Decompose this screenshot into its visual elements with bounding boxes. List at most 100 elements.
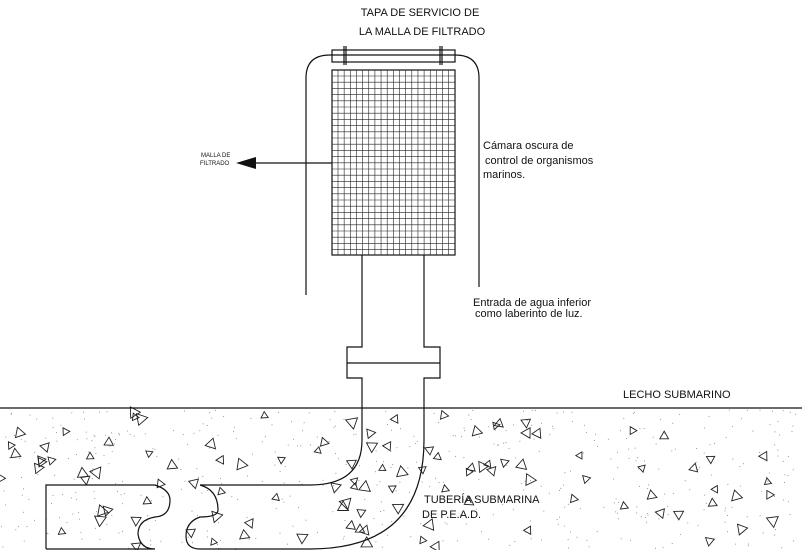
sediment-dot bbox=[374, 471, 376, 473]
sediment-triangle bbox=[766, 489, 776, 500]
sediment-dot bbox=[457, 540, 459, 542]
sediment-dot bbox=[385, 410, 387, 412]
sediment-dot bbox=[667, 514, 669, 516]
sediment-dot bbox=[442, 540, 444, 542]
sediment-dot bbox=[787, 456, 789, 458]
sediment-dot bbox=[10, 413, 12, 415]
sediment-dot bbox=[182, 434, 184, 436]
sediment-dot bbox=[24, 440, 26, 442]
sediment-dot bbox=[711, 474, 713, 476]
sediment-dot bbox=[278, 412, 279, 414]
sediment-dot bbox=[791, 431, 793, 432]
sediment-triangle bbox=[515, 458, 528, 470]
sediment-dot bbox=[129, 434, 131, 436]
sediment-triangle bbox=[763, 477, 773, 486]
sediment-dot bbox=[413, 435, 415, 437]
sediment-triangle bbox=[619, 500, 630, 510]
sediment-triangle bbox=[389, 413, 399, 424]
sediment-triangle bbox=[391, 503, 405, 515]
sediment-triangle bbox=[260, 410, 270, 419]
sediment-dot bbox=[478, 478, 480, 480]
sediment-dot bbox=[90, 471, 92, 473]
sediment-dot bbox=[22, 511, 24, 513]
sediment-triangle bbox=[378, 463, 387, 471]
sediment-dot bbox=[540, 422, 542, 424]
sediment-dot bbox=[567, 503, 569, 505]
sediment-dot bbox=[15, 529, 17, 531]
sediment-triangle bbox=[396, 464, 409, 478]
sediment-triangle bbox=[705, 455, 716, 465]
sediment-dot bbox=[310, 444, 311, 446]
sediment-triangle bbox=[349, 481, 359, 491]
sediment-dot bbox=[75, 492, 77, 493]
sediment-dot bbox=[617, 467, 619, 468]
sediment-dot bbox=[92, 471, 93, 473]
sediment-triangle bbox=[102, 505, 114, 517]
sediment-dot bbox=[725, 437, 727, 439]
sediment-dot bbox=[444, 522, 446, 524]
sediment-dot bbox=[558, 490, 560, 491]
sediment-dot bbox=[732, 425, 734, 427]
sediment-dot bbox=[111, 432, 112, 434]
sediment-dot bbox=[792, 425, 794, 427]
sediment-dot bbox=[724, 510, 726, 512]
water-inlet-label-1: Entrada de agua inferior bbox=[473, 297, 591, 309]
sediment-dot bbox=[23, 540, 25, 542]
sediment-triangle bbox=[422, 518, 435, 531]
sediment-dot bbox=[509, 501, 511, 503]
sediment-dot bbox=[522, 489, 524, 491]
sediment-dot bbox=[488, 538, 490, 540]
sediment-dot bbox=[77, 511, 79, 513]
sediment-dot bbox=[698, 466, 700, 468]
sediment-dot bbox=[180, 488, 182, 490]
sediment-dot bbox=[156, 455, 158, 457]
sediment-dot bbox=[308, 412, 310, 414]
sediment-dot bbox=[777, 421, 779, 423]
sediment-dot bbox=[420, 523, 422, 525]
sediment-dot bbox=[739, 466, 741, 467]
sediment-triangle bbox=[500, 458, 510, 469]
sediment-dot bbox=[154, 519, 156, 521]
sediment-triangle bbox=[345, 459, 358, 470]
sediment-dot bbox=[583, 424, 585, 426]
sediment-dot bbox=[80, 531, 82, 533]
sediment-dot bbox=[84, 418, 85, 420]
sediment-dot bbox=[390, 520, 392, 522]
sediment-dot bbox=[714, 442, 715, 444]
sediment-triangle bbox=[37, 455, 47, 466]
sediment-dot bbox=[752, 430, 754, 432]
sediment-triangle bbox=[103, 436, 115, 446]
sediment-dot bbox=[209, 412, 211, 414]
sediment-dot bbox=[520, 483, 522, 485]
sediment-dot bbox=[73, 478, 75, 480]
sediment-dot bbox=[121, 503, 123, 505]
sediment-dot bbox=[731, 506, 733, 508]
sediment-dot bbox=[505, 442, 507, 444]
sediment-dot bbox=[758, 452, 760, 453]
sediment-dot bbox=[789, 411, 791, 413]
vertical-pipe bbox=[200, 255, 441, 550]
sediment-dot bbox=[739, 485, 741, 487]
sediment-dot bbox=[727, 531, 728, 533]
sediment-dot bbox=[221, 482, 223, 484]
sediment-dot bbox=[563, 525, 565, 527]
sediment-dot bbox=[217, 544, 218, 545]
sediment-dot bbox=[389, 449, 391, 451]
sediment-dot bbox=[689, 489, 691, 491]
sediment-dot bbox=[37, 474, 39, 476]
sediment-dot bbox=[233, 426, 235, 428]
sediment-dot bbox=[390, 450, 392, 452]
sediment-dot bbox=[191, 510, 193, 512]
sediment-dot bbox=[375, 460, 377, 462]
sediment-dot bbox=[151, 500, 153, 502]
sediment-dot bbox=[99, 538, 101, 540]
sediment-dot bbox=[774, 444, 776, 446]
sediment-dot bbox=[333, 485, 334, 487]
sediment-dot bbox=[76, 454, 78, 455]
sediment-dot bbox=[568, 547, 570, 549]
sediment-dot bbox=[777, 449, 779, 451]
sediment-dot bbox=[271, 424, 273, 426]
sediment-dot bbox=[264, 436, 266, 438]
sediment-dot bbox=[345, 463, 347, 465]
sediment-dot bbox=[255, 537, 257, 539]
